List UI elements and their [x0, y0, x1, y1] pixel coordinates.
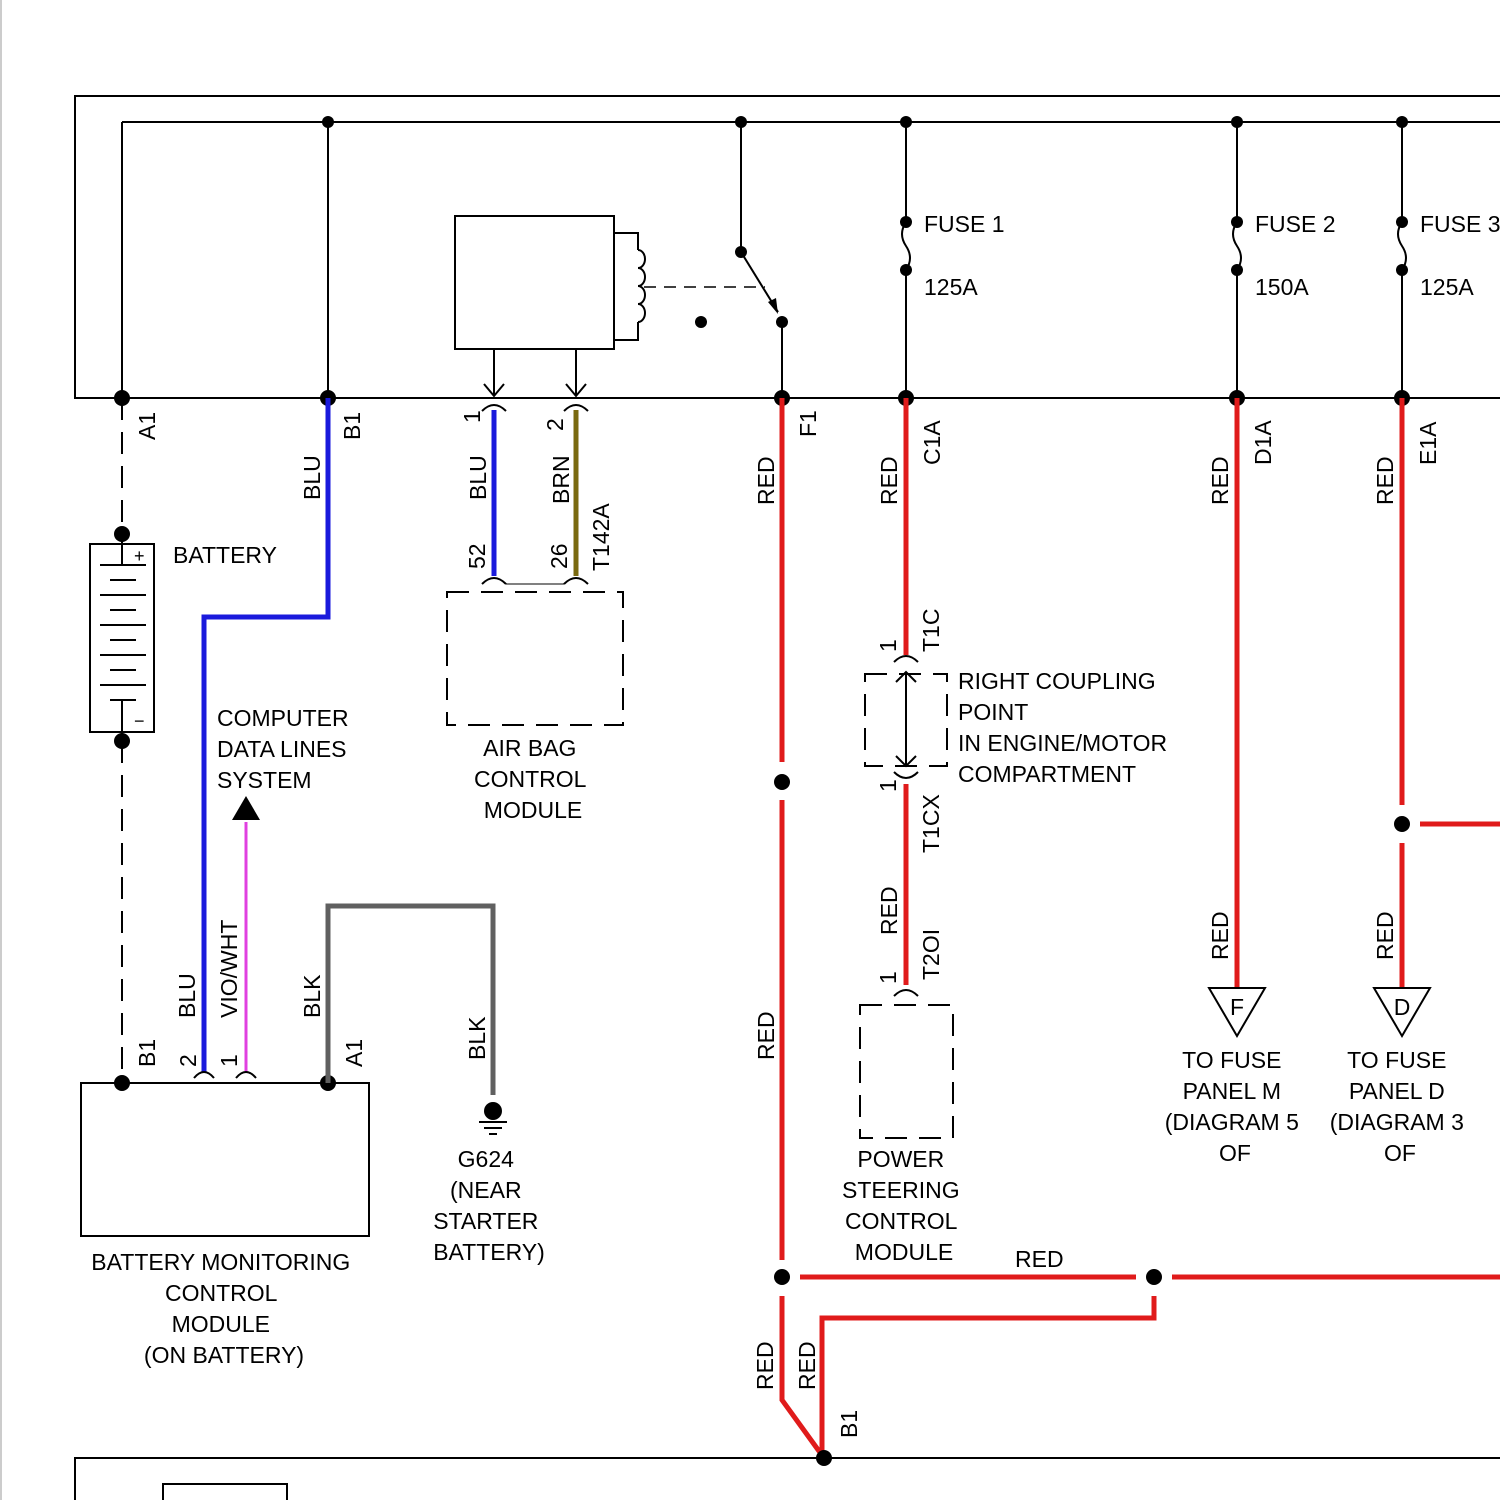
bottom-box [75, 1458, 1500, 1500]
relay [455, 116, 788, 398]
fuse-1-name: FUSE 1 [924, 211, 1005, 237]
svg-text:T1CX: T1CX [918, 794, 944, 853]
svg-text:RED: RED [876, 886, 902, 935]
fuse-2-name: FUSE 2 [1255, 211, 1336, 237]
fuse-panel-m-label: TO FUSE PANEL M (DIAGRAM 5 OF [1165, 1047, 1306, 1166]
svg-text:E1A: E1A [1415, 421, 1441, 465]
svg-text:T142A: T142A [588, 503, 614, 571]
svg-text:2: 2 [542, 418, 568, 431]
svg-text:A1: A1 [134, 412, 160, 440]
svg-text:26: 26 [546, 543, 572, 569]
svg-text:RED: RED [1207, 456, 1233, 505]
svg-text:C1A: C1A [919, 420, 945, 465]
svg-text:RED: RED [1207, 911, 1233, 960]
svg-text:D: D [1394, 994, 1411, 1020]
svg-text:1: 1 [459, 410, 485, 423]
svg-text:T2OI: T2OI [918, 929, 944, 980]
svg-text:+: + [134, 546, 145, 566]
svg-text:RED: RED [753, 456, 779, 505]
right-coupling-label: RIGHT COUPLING POINT IN ENGINE/MOTOR COM… [958, 668, 1174, 787]
svg-text:−: − [134, 711, 145, 731]
distribution-box: FUSE 1 125A FUSE 2 150A FUSE 3 125A [75, 96, 1500, 406]
fuse-1-rating: 125A [924, 274, 978, 300]
svg-text:52: 52 [464, 543, 490, 569]
svg-text:BLU: BLU [465, 455, 491, 500]
svg-text:RED: RED [1372, 911, 1398, 960]
fuse-3-rating: 125A [1420, 274, 1474, 300]
fuse-panel-d-label: TO FUSE PANEL D (DIAGRAM 3 OF [1330, 1047, 1471, 1166]
svg-text:T1C: T1C [918, 609, 944, 652]
svg-text:BLK: BLK [464, 1016, 490, 1060]
svg-text:BLU: BLU [299, 455, 325, 500]
battery-monitoring-module [81, 1072, 369, 1236]
fuse-1 [900, 116, 912, 398]
svg-text:RED: RED [752, 1341, 778, 1390]
fuse-2 [1231, 116, 1243, 398]
svg-text:RED: RED [1372, 456, 1398, 505]
svg-text:RED: RED [753, 1011, 779, 1060]
svg-text:2: 2 [175, 1054, 201, 1067]
power-steering-label: POWER STEERING CONTROL MODULE [842, 1146, 966, 1265]
svg-text:1: 1 [875, 779, 901, 792]
svg-text:B1: B1 [134, 1039, 160, 1067]
svg-text:VIO/WHT: VIO/WHT [216, 920, 242, 1018]
battery-label: BATTERY [173, 542, 277, 568]
svg-text:BLK: BLK [299, 974, 325, 1018]
svg-text:1: 1 [875, 971, 901, 984]
power-steering-module [860, 1005, 953, 1138]
svg-text:1: 1 [875, 639, 901, 652]
svg-text:1: 1 [216, 1054, 242, 1067]
ground-label: G624 (NEAR STARTER BATTERY) [433, 1146, 545, 1265]
fuse-3 [1396, 116, 1408, 398]
svg-text:F1: F1 [795, 410, 821, 437]
fuse-2-rating: 150A [1255, 274, 1309, 300]
svg-text:BLU: BLU [174, 973, 200, 1018]
svg-text:B1: B1 [339, 412, 365, 440]
svg-text:BRN: BRN [548, 455, 574, 504]
svg-text:B1: B1 [836, 1410, 862, 1438]
svg-text:RED: RED [876, 456, 902, 505]
arrow-up-icon [232, 796, 260, 820]
svg-text:F: F [1230, 994, 1244, 1020]
fuse-3-name: FUSE 3 [1420, 211, 1500, 237]
computer-data-lines-label: COMPUTER DATA LINES SYSTEM [217, 705, 355, 793]
svg-text:RED: RED [794, 1341, 820, 1390]
svg-text:D1A: D1A [1250, 420, 1276, 465]
air-bag-module [447, 592, 623, 725]
red-horizontal-label: RED [1015, 1246, 1064, 1272]
ground-icon [479, 1102, 507, 1134]
svg-text:A1: A1 [341, 1039, 367, 1067]
battery-monitoring-label: BATTERY MONITORING CONTROL MODULE (ON BA… [91, 1249, 356, 1368]
battery: + − [90, 398, 154, 1083]
air-bag-label: AIR BAG CONTROL MODULE [474, 735, 592, 823]
